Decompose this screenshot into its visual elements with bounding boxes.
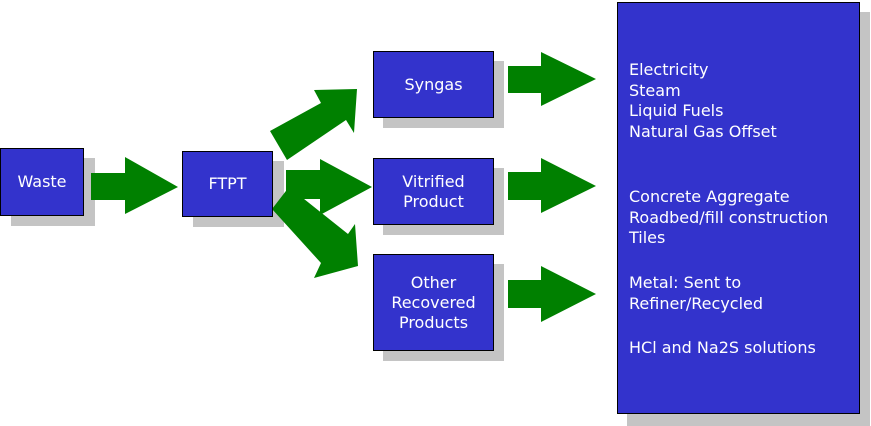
vitrified-uses-text: Concrete Aggregate Roadbed/fill construc… <box>629 187 829 248</box>
vitrified-box: Vitrified Product <box>373 158 494 225</box>
ftpt-label: FTPT <box>208 174 247 193</box>
output-panel <box>617 2 860 414</box>
arrow-syngas-to-panel <box>508 52 596 106</box>
other-label: Other Recovered Products <box>391 272 476 332</box>
chemical-uses-text: HCl and Na2S solutions <box>629 338 816 357</box>
arrow-other-to-panel <box>508 266 596 322</box>
other-box: Other Recovered Products <box>373 254 494 351</box>
syngas-label: Syngas <box>404 74 463 94</box>
arrow-waste-to-ftpt <box>91 157 178 214</box>
ftpt-box: FTPT <box>182 151 273 217</box>
metal-uses-text: Metal: Sent to Refiner/Recycled <box>629 273 764 313</box>
waste-label: Waste <box>17 172 67 191</box>
syngas-uses-text: Electricity Steam Liquid Fuels Natural G… <box>629 60 777 141</box>
arrow-ftpt-to-other <box>272 187 358 278</box>
arrow-vitrified-to-panel <box>508 158 596 213</box>
arrow-ftpt-to-syngas <box>270 89 357 160</box>
arrow-ftpt-to-vitrified <box>286 159 372 215</box>
syngas-box: Syngas <box>373 51 494 118</box>
vitrified-label: Vitrified Product <box>402 171 465 211</box>
waste-box: Waste <box>0 148 84 216</box>
